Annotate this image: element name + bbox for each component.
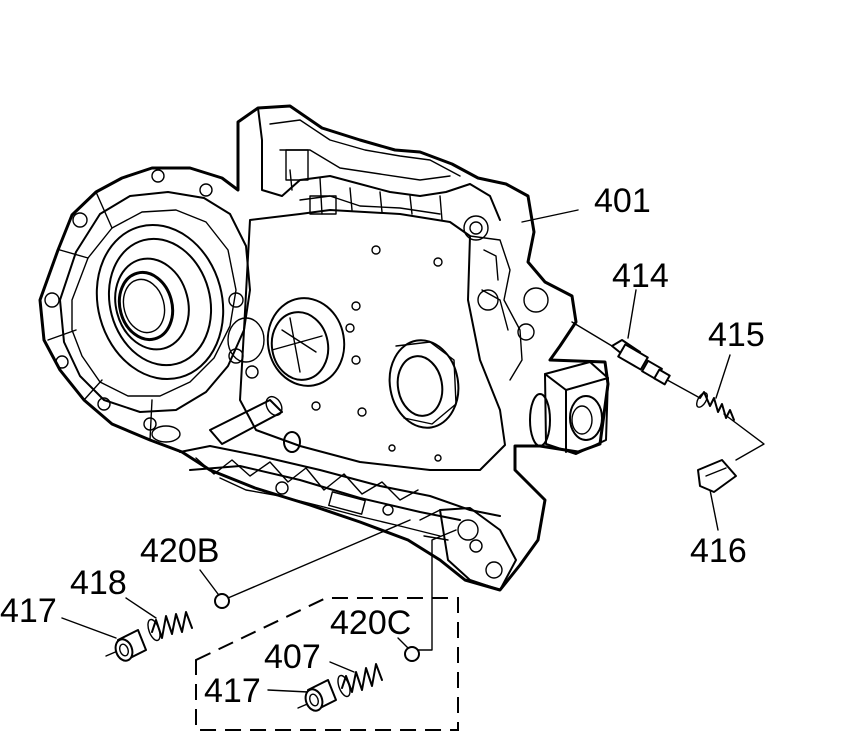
leader-lines xyxy=(61,209,731,693)
axis-420b xyxy=(227,519,411,599)
leader-418 xyxy=(125,597,157,619)
callout-417-upper: 417 xyxy=(0,592,57,630)
leader-417b xyxy=(267,689,309,693)
part-420c-ball xyxy=(404,646,420,662)
callout-418: 418 xyxy=(70,564,127,602)
callout-416: 416 xyxy=(690,532,747,570)
leader-401 xyxy=(521,209,579,223)
part-417b-plug xyxy=(304,679,337,712)
callout-407: 407 xyxy=(264,638,321,676)
part-418-spring xyxy=(147,611,193,642)
callout-420c: 420C xyxy=(330,604,411,642)
part-420b-ball xyxy=(214,593,230,609)
transaxle-case xyxy=(38,104,610,592)
leader-414 xyxy=(627,289,637,339)
leader-420c xyxy=(397,637,409,649)
part-415-spring xyxy=(696,391,735,421)
optional-parts-dashed-box xyxy=(195,597,459,731)
part-417a-plug xyxy=(114,629,147,662)
callout-417-lower: 417 xyxy=(204,672,261,710)
callout-414: 414 xyxy=(612,257,669,295)
callout-401: 401 xyxy=(594,182,651,220)
callout-415: 415 xyxy=(708,316,765,354)
leader-415 xyxy=(715,354,731,399)
leader-407 xyxy=(329,661,355,673)
leader-420b xyxy=(199,569,219,595)
axis-420c xyxy=(417,529,457,651)
part-416-retainer xyxy=(697,459,737,493)
leader-416 xyxy=(709,489,719,531)
assembly-lines xyxy=(105,321,765,709)
leader-417a xyxy=(61,617,117,639)
part-414-valve xyxy=(611,339,671,386)
part-407-spring xyxy=(337,663,383,698)
callout-420b: 420B xyxy=(140,532,219,570)
callout-labels: 401 414 415 416 420B 418 417 420C 407 41… xyxy=(0,182,765,710)
